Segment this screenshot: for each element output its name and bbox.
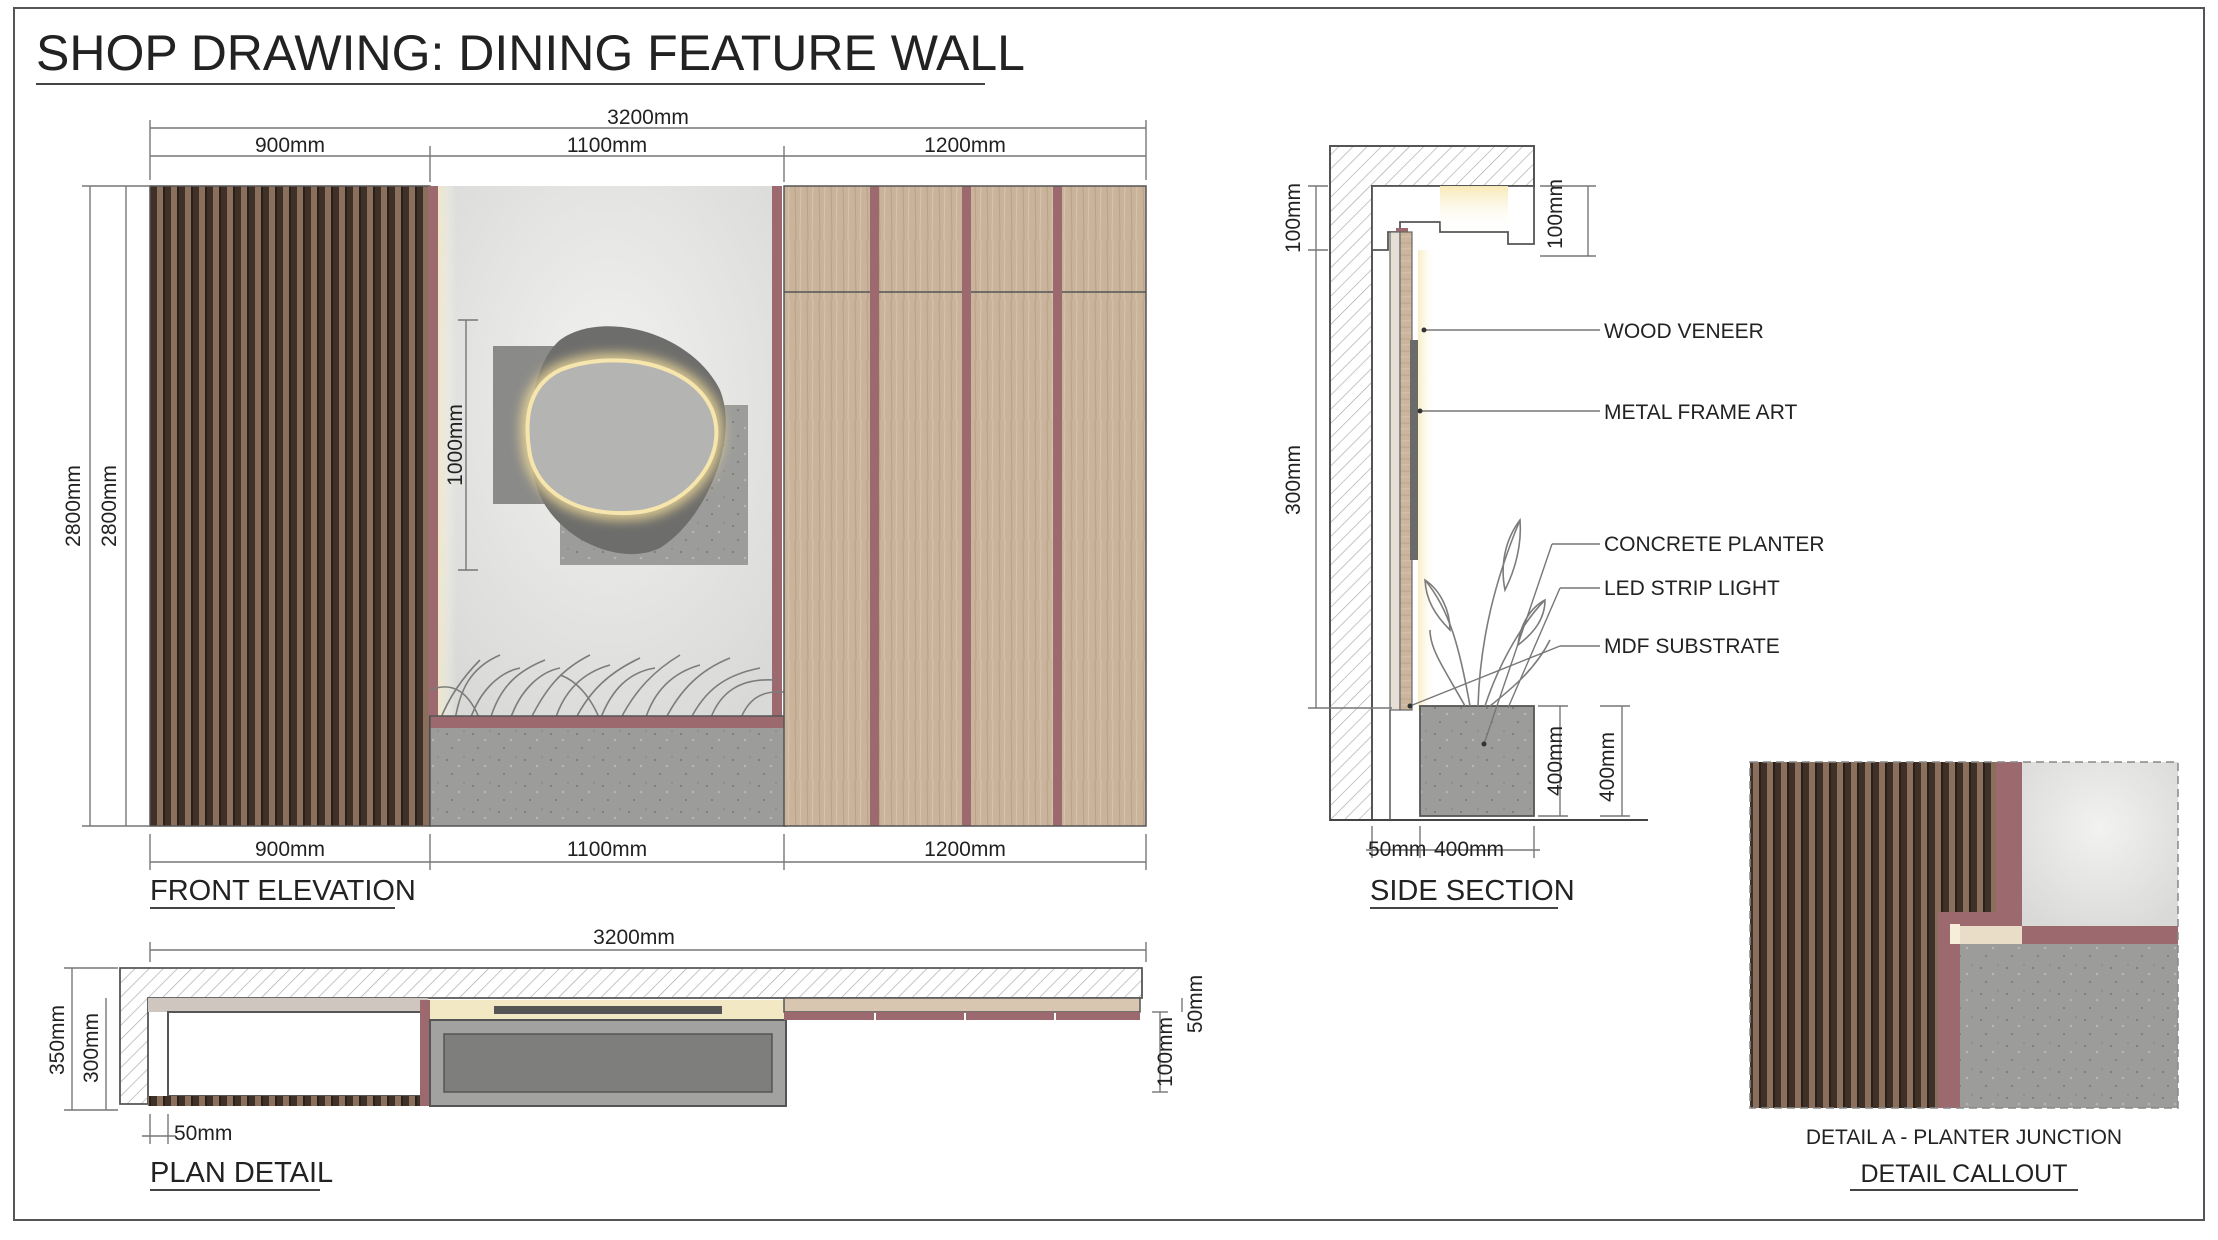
dim-segment-2-top: 1100mm [567,134,647,157]
detail-reveal-vertical [1996,762,2022,912]
oak-reveal-3 [1053,186,1062,826]
oak-reveal-2 [962,186,971,826]
dim-height-inner: 2800mm [98,465,121,547]
plan-bottom-dim: 50mm [174,1122,232,1145]
dim-segment-1-top: 900mm [255,134,325,157]
planter-rim [430,716,786,728]
front-elevation: 3200mm 900mm 1100mm 1200mm 1000mm [62,106,1147,909]
drawing-title: SHOP DRAWING: DINING FEATURE WALL [36,25,1025,81]
reveal-strip-left [428,186,438,716]
section-mid-dim: 300mm [1282,445,1305,515]
plan-slats [148,1096,428,1106]
section-bottom-dim-a: 50mm [1368,838,1426,861]
section-top-left-dim: 100mm [1282,183,1305,253]
plan-depth-outer: 350mm [46,1005,69,1075]
slatted-wood-panel [150,186,430,826]
concrete-planter [430,728,786,826]
planter-foliage [429,654,786,721]
dim-segment-3-bottom: 1200mm [924,838,1006,861]
label-mdf-substrate: MDF SUBSTRATE [1604,635,1780,658]
section-cove-led [1440,186,1508,232]
label-led-strip-light: LED STRIP LIGHT [1604,577,1780,600]
detail-planter [1960,944,2178,1108]
reveal-strip-right [772,186,782,716]
section-planter-dim-b: 400mm [1596,732,1619,802]
sheet-border [13,7,2205,1221]
section-planter-dim-a: 400mm [1544,726,1567,796]
dim-art-height: 1000mm [444,404,467,486]
side-section-heading: SIDE SECTION [1370,875,1575,907]
side-section: 100mm 300mm 100mm 400mm 400mm 50mm 400mm [1282,145,1825,909]
section-metal-art [1410,340,1418,560]
oak-reveal-1 [870,186,879,826]
dim-overall-width: 3200mm [607,106,689,129]
plan-overall-width: 3200mm [593,926,675,949]
detail-callout-heading: DETAIL CALLOUT [1861,1160,2068,1188]
backlit-mirror [525,358,719,516]
plan-slat-cavity [167,1011,424,1097]
plan-detail-heading: PLAN DETAIL [150,1157,333,1189]
dim-segment-2-bottom: 1100mm [567,838,647,861]
plan-right-dim-b: 50mm [1184,975,1207,1033]
dim-height-outer: 2800mm [62,465,85,547]
section-top-right-dim: 100mm [1544,179,1567,249]
dim-segment-1-bottom: 900mm [255,838,325,861]
detail-caption: DETAIL A - PLANTER JUNCTION [1806,1126,2122,1149]
label-metal-frame-art: METAL FRAME ART [1604,401,1797,424]
section-mdf-substrate [1389,231,1401,711]
label-wood-veneer: WOOD VENEER [1604,320,1764,343]
section-concrete-planter [1419,705,1535,817]
section-plant [1424,517,1551,707]
label-concrete-planter: CONCRETE PLANTER [1604,533,1825,556]
dim-segment-3-top: 1200mm [924,134,1006,157]
plan-depth-inner: 300mm [80,1013,103,1083]
front-elevation-heading: FRONT ELEVATION [150,875,416,907]
section-bottom-dim-b: 400mm [1434,838,1504,861]
detail-callout: DETAIL A - PLANTER JUNCTION DETAIL CALLO… [1749,761,2179,1191]
detail-plaster [2022,762,2178,926]
plan-detail: 3200mm 350mm 300mm 100mm 50mm [46,926,1207,1191]
plan-right-dim-a: 100mm [1154,1017,1177,1087]
